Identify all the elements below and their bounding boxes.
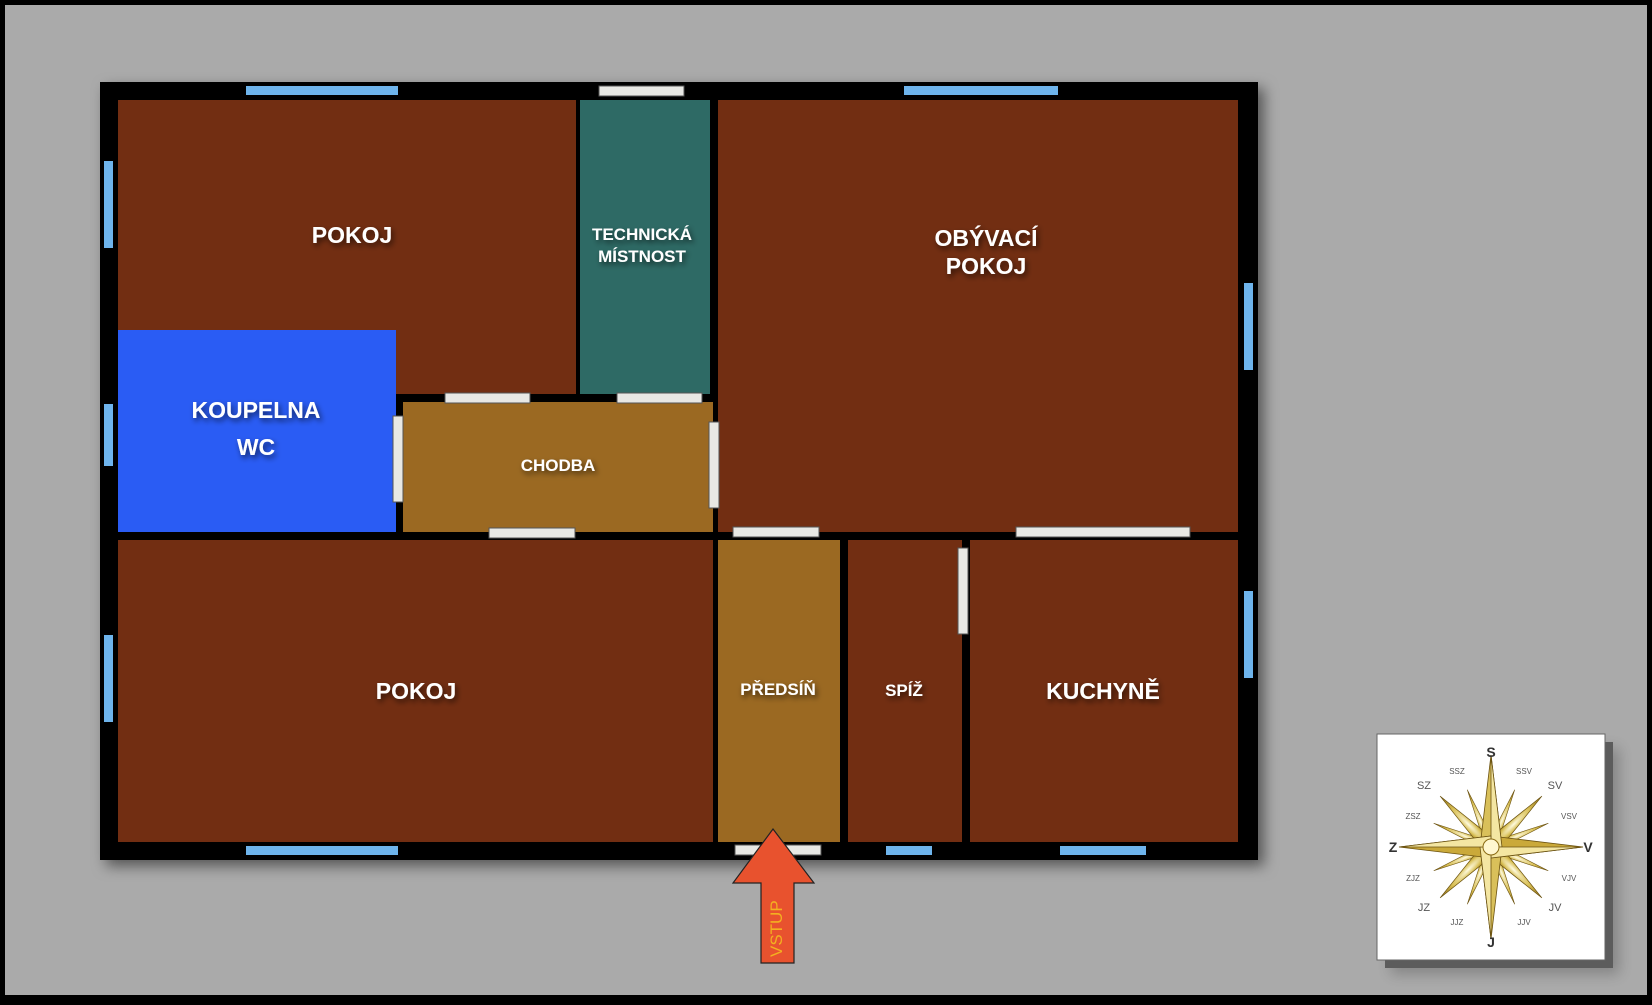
window — [104, 404, 113, 466]
door — [732, 526, 820, 538]
compass-ne-label: SV — [1548, 780, 1563, 792]
door — [616, 392, 703, 404]
window — [1244, 591, 1253, 678]
room-label-bedroom-top: POKOJ — [312, 222, 393, 248]
compass-sse-label: JJV — [1517, 918, 1531, 927]
room-label-technical-line1: TECHNICKÁ — [592, 225, 692, 244]
compass-east-label: V — [1583, 839, 1593, 855]
window — [1060, 846, 1146, 855]
entrance-label: VSTUP — [767, 900, 786, 957]
door — [1015, 526, 1191, 538]
compass-ene-label: VSV — [1561, 812, 1578, 821]
door — [708, 421, 720, 509]
room-technical — [580, 100, 710, 394]
compass-north-label: S — [1486, 744, 1495, 760]
compass-nnw-label: SSZ — [1449, 767, 1465, 776]
compass-se-label: JV — [1549, 902, 1563, 914]
room-living — [718, 100, 1238, 532]
compass-wsw-label: ZJZ — [1406, 874, 1420, 883]
room-label-living-line1: OBÝVACÍ — [934, 224, 1038, 251]
compass-nne-label: SSV — [1516, 767, 1533, 776]
window — [246, 846, 398, 855]
window — [886, 846, 932, 855]
room-label-hallway: PŘEDSÍŇ — [740, 680, 816, 699]
room-bathroom — [118, 330, 396, 532]
compass-ese-label: VJV — [1562, 874, 1577, 883]
compass-south-label: J — [1487, 934, 1495, 950]
room-pantry — [848, 540, 962, 842]
compass-sw-label: JZ — [1418, 902, 1431, 914]
room-label-bathroom-line2: WC — [237, 434, 275, 460]
compass-nw-label: SZ — [1417, 780, 1431, 792]
compass-rose-icon — [1398, 754, 1584, 940]
room-label-bathroom-line1: KOUPELNA — [191, 397, 320, 423]
compass-ssw-label: JJZ — [1451, 918, 1464, 927]
room-label-pantry: SPÍŽ — [885, 681, 923, 700]
door — [444, 392, 531, 404]
window — [904, 86, 1058, 95]
door — [598, 85, 685, 97]
window — [104, 635, 113, 722]
door — [488, 527, 576, 539]
room-label-corridor: CHODBA — [521, 456, 596, 475]
door — [392, 415, 404, 503]
room-label-kitchen: KUCHYNĚ — [1046, 677, 1160, 704]
room-kitchen — [970, 540, 1238, 842]
entrance-arrow: VSTUP — [731, 827, 816, 964]
window — [104, 161, 113, 248]
room-bedroom-bottom — [118, 540, 713, 842]
compass-wnw-label: ZSZ — [1405, 812, 1420, 821]
window — [1244, 283, 1253, 370]
compass-west-label: Z — [1389, 839, 1398, 855]
window — [246, 86, 398, 95]
room-hallway — [718, 540, 840, 842]
entrance-arrow-icon — [731, 827, 816, 964]
windows — [104, 86, 1253, 855]
compass-card: S J Z V SZ SV JZ JV SSZ SSV ZSZ VSV ZJZ … — [1376, 733, 1613, 968]
room-corridor — [403, 402, 713, 532]
room-label-living-line2: POKOJ — [946, 253, 1027, 279]
room-label-bedroom-bottom: POKOJ — [376, 678, 457, 704]
door — [957, 547, 969, 635]
room-label-technical-line2: MÍSTNOST — [598, 247, 686, 266]
